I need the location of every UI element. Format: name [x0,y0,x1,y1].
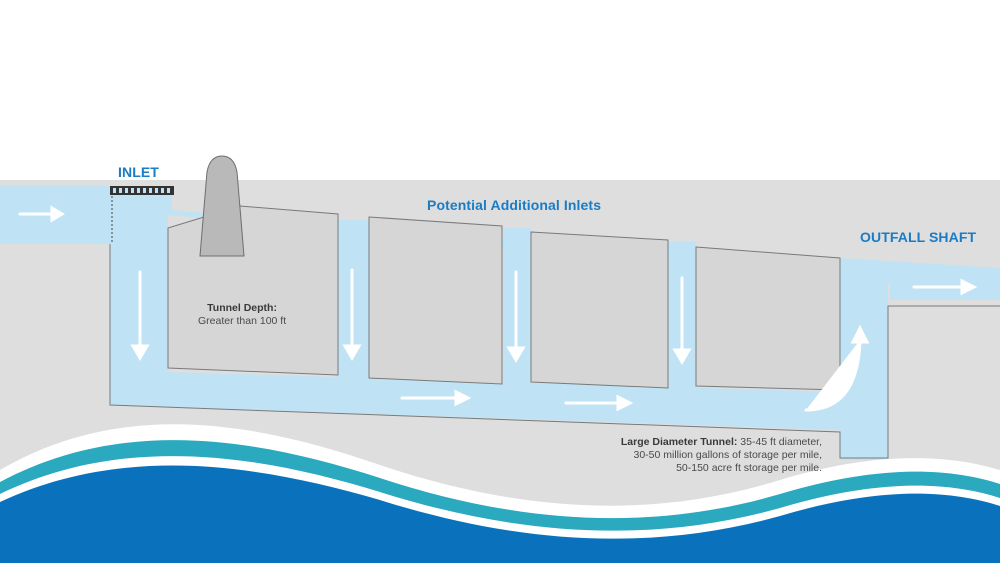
arrow-outfall-up [804,324,870,412]
arrow-tunnel-1 [400,389,472,407]
arrow-shaft1-down [342,268,362,361]
arrow-shaft3-down [672,276,692,365]
arrow-shaft2-down [506,270,526,363]
tunnel-spec-note: Large Diameter Tunnel: 35-45 ft diameter… [558,436,822,475]
arrow-icon [18,205,978,412]
grate-icon [110,186,174,244]
inlet-shaft-wall [109,244,1000,459]
arrow-inlet-down [130,270,150,361]
ground-block-3 [530,231,669,389]
tunnel-spec-line3: 50-150 acre ft storage per mile. [676,462,822,474]
inlet-label: INLET [118,164,159,180]
arrow-surface [18,205,65,223]
ground-block-2 [368,216,503,385]
tunnel-depth-value: Greater than 100 ft [198,315,287,327]
tunnel-depth-title: Tunnel Depth: [207,302,277,314]
wave-blue [0,465,1000,563]
tunnel-spec-title: Large Diameter Tunnel: [620,436,738,448]
outfall-shaft-label: OUTFALL SHAFT [860,229,977,245]
tunnel-spec-line1: 35-45 ft diameter, [737,436,822,448]
tunnel-spec-line2: 30-50 million gallons of storage per mil… [633,449,822,461]
ground-block-1 [167,205,339,376]
tunnel-depth-note: Tunnel Depth: Greater than 100 ft [198,302,286,328]
ground-block-4 [695,246,841,391]
inlet-tower [199,155,245,257]
arrow-outfall-out [912,278,978,296]
arrow-tunnel-2 [564,394,634,412]
additional-inlets-label: Potential Additional Inlets [427,197,602,213]
